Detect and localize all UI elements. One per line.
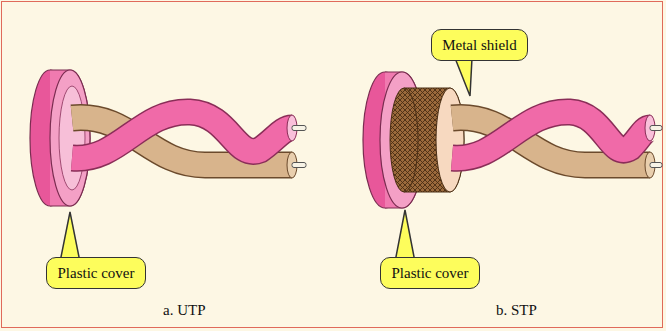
- callout-text: Plastic cover: [57, 265, 134, 282]
- callout-box: Metal shield: [431, 29, 528, 61]
- callout-pointer: [60, 58, 472, 262]
- callout-text: Plastic cover: [391, 265, 468, 282]
- callout-box: Plastic cover: [46, 257, 146, 289]
- figure-caption: b. STP: [496, 302, 537, 319]
- utp-cable: [30, 70, 306, 206]
- figure-caption: a. UTP: [163, 302, 206, 319]
- stp-cable: [363, 72, 662, 208]
- callout-box: Plastic cover: [380, 257, 480, 289]
- callout-text: Metal shield: [442, 37, 517, 54]
